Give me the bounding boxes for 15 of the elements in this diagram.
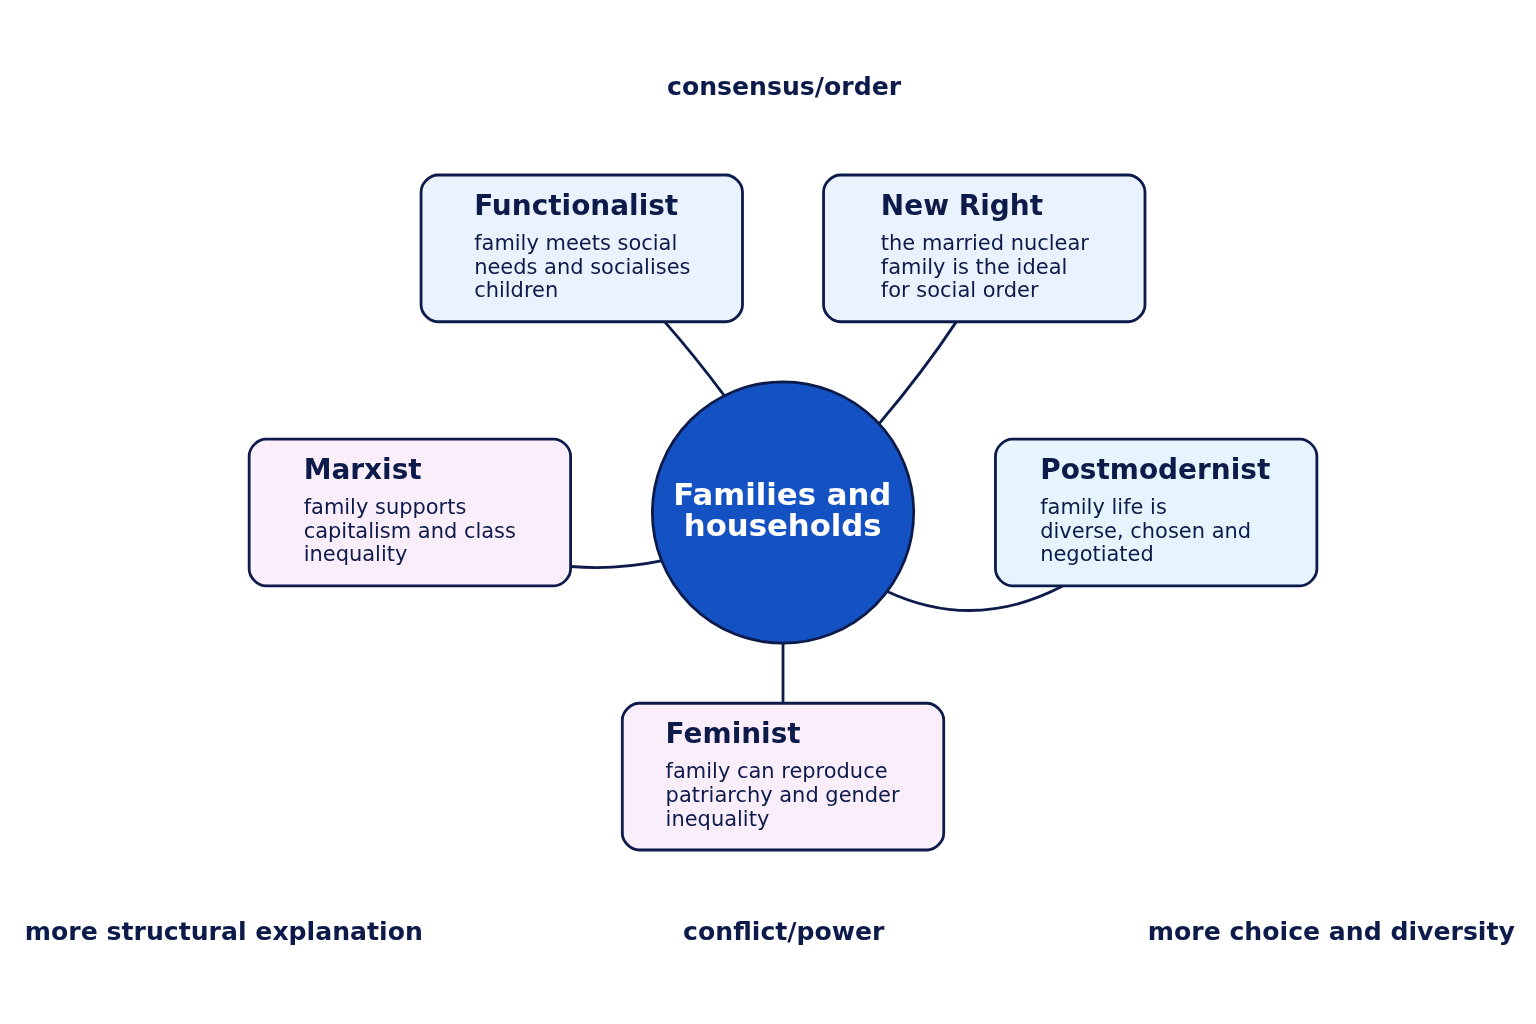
node-box: New Right the married nuclear family is the ideal for social order (822, 173, 1147, 323)
label: more choice and diversity (1147, 916, 1515, 946)
node-box: Feminist family can reproduce patriarchy and gender inequality (620, 701, 946, 851)
node-circle: Families and households (650, 379, 916, 645)
node-box: Marxist family supports capitalism and class inequality (247, 437, 572, 587)
node-box: Postmodernist family life is diverse, chosen and negotiated (994, 437, 1319, 587)
connector (886, 584, 1064, 612)
node-box: Functionalist family meets social needs and socialises children (419, 173, 744, 323)
connector (878, 320, 958, 424)
label: more structural explanation (24, 916, 423, 946)
connector (570, 559, 662, 569)
label: conflict/power (683, 916, 885, 946)
connector (663, 320, 726, 396)
connector (781, 642, 785, 703)
label: consensus/order (667, 71, 902, 100)
